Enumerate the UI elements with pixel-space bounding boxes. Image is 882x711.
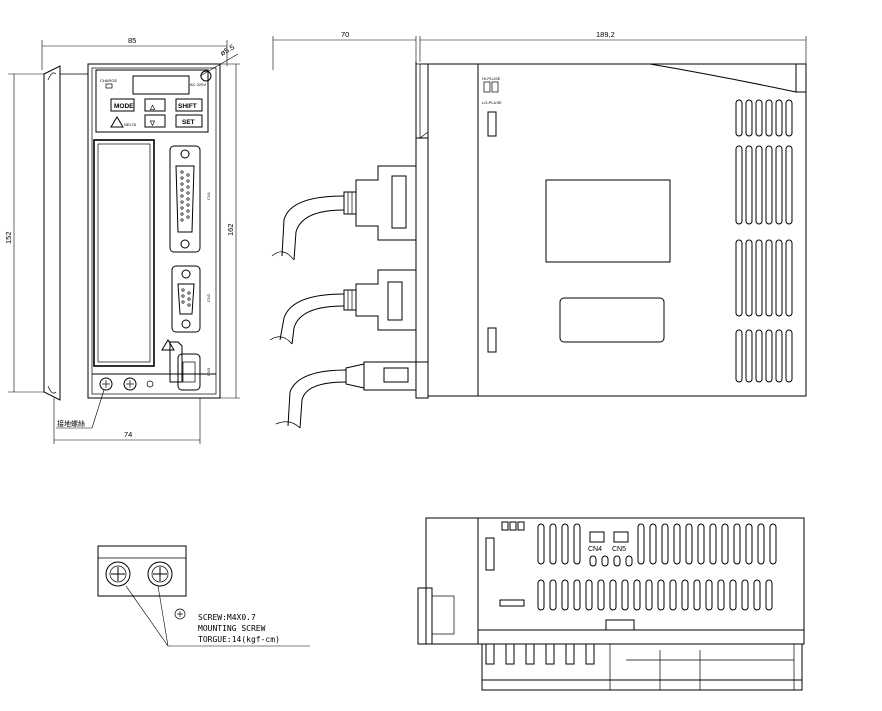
front-edge <box>415 62 428 398</box>
cn5-label: CN5 <box>612 546 626 553</box>
dim-85: 85 <box>128 36 136 45</box>
dim-74: 74 <box>124 430 132 439</box>
side-body <box>427 63 807 397</box>
side-label-1: HI-PLUSE <box>482 76 501 81</box>
cn1-connector <box>169 145 201 253</box>
top-fin-cap <box>795 63 807 93</box>
callout-leader <box>91 389 105 429</box>
hazard-icon <box>161 339 175 351</box>
cn1-screw-bottom <box>180 239 190 249</box>
ground-screw-1 <box>99 377 113 391</box>
mode-button[interactable] <box>110 98 135 112</box>
side-switch-1 <box>483 81 491 93</box>
screw-note-line1: SCREW:M4X0.7 <box>198 613 256 622</box>
cn4-port <box>589 531 605 543</box>
mount-bracket <box>43 65 61 401</box>
bottom-vent-middle <box>537 579 773 611</box>
dim-189: 189,2 <box>596 30 615 39</box>
front-body-inner <box>91 67 217 395</box>
cn2-screw-bottom <box>181 319 191 329</box>
bottom-mount-ear <box>431 595 455 635</box>
heatsink-fins <box>481 643 803 691</box>
dim-162: 162 <box>226 223 235 236</box>
ground-symbol-icon <box>146 380 154 388</box>
top-fin-curve <box>649 63 797 93</box>
side-slot-top <box>487 111 497 137</box>
cable-plug-cn2 <box>269 269 417 345</box>
shift-label: SHIFT <box>178 103 197 110</box>
dim-152: 152 <box>4 231 13 244</box>
logo-text: NELTA <box>124 122 137 127</box>
dim-70: 70 <box>341 30 349 39</box>
screw-leader-1 <box>125 585 169 647</box>
side-switch-2 <box>491 81 499 93</box>
cn3-connector <box>177 353 201 391</box>
cn2-screw-top <box>181 269 191 279</box>
display-window <box>132 75 190 95</box>
cable-plug-cn1 <box>271 165 417 261</box>
bottom-slot <box>485 537 495 571</box>
cn2-shell <box>177 283 195 315</box>
cn1-pins <box>180 170 190 222</box>
terminal-cover <box>93 139 155 367</box>
screw-head-1 <box>105 561 131 587</box>
up-label: △ <box>149 104 156 111</box>
terminal-cover-inner <box>97 143 151 363</box>
mount-hole <box>200 70 212 82</box>
cn4-label: CN4 <box>588 546 602 553</box>
set-button[interactable] <box>175 114 203 128</box>
screw-note-line2: MOUNTING SCREW <box>198 624 266 633</box>
side-slot-bottom <box>487 327 497 353</box>
up-button[interactable] <box>144 98 166 112</box>
cn2-pins <box>181 288 191 307</box>
bottom-front-lip <box>417 587 433 645</box>
side-view: 70 189,2 HI-PLUSE LO-PLUSE <box>269 30 807 429</box>
screw-leader-2 <box>157 585 169 647</box>
bottom-small-slot <box>499 599 525 607</box>
down-label: ▽ <box>149 120 156 127</box>
bottom-vent-top <box>537 523 777 565</box>
ground-screw-2 <box>123 377 137 391</box>
side-label-2: LO-PLUSE <box>482 100 502 105</box>
cn2-label: CN2 <box>206 293 211 302</box>
screw-detail: SCREW:M4X0.7 MOUNTING SCREW TORGUE:14(kg… <box>97 545 310 647</box>
cable-plug-cn3 <box>275 361 417 429</box>
cn1-label: CN1 <box>206 191 211 200</box>
keypad-panel <box>95 69 209 133</box>
bracket-slot-top <box>47 72 57 81</box>
cn3-label: CN3 <box>206 367 211 376</box>
screw-note-line3: TORGUE:14(kgf-cm) <box>198 635 280 644</box>
shift-button[interactable] <box>175 98 203 112</box>
cn1-shell <box>175 165 195 233</box>
cn2-connector <box>171 265 201 333</box>
charge-label: CHARGE <box>100 78 117 83</box>
cn1-screw-top <box>180 149 190 159</box>
rating-label: AC 220V <box>190 82 206 87</box>
front-lip-top <box>419 63 429 139</box>
bracket-slot-bottom <box>47 385 57 394</box>
ground-symbol-icon-2 <box>174 608 186 620</box>
cn5-port <box>613 531 629 543</box>
screw-block <box>97 545 187 597</box>
vent-slots <box>735 99 793 383</box>
bottom-center-tab <box>605 619 635 631</box>
mode-label: MODE <box>114 103 134 110</box>
warning-hv-icon <box>169 341 183 383</box>
front-lip-bottom <box>415 361 429 399</box>
front-view: 85 152 162 ø5.5 CHARGE AC 220V MODE <box>4 36 240 444</box>
ground-screw-label: 接地螺絲 <box>57 419 85 428</box>
bottom-view: CN4 CN5 <box>417 517 805 691</box>
cn3-port <box>182 361 196 383</box>
nameplate-label <box>545 179 671 263</box>
secondary-label <box>559 297 665 343</box>
bottom-vent-short <box>589 555 633 567</box>
charge-led <box>105 83 113 89</box>
warning-icon <box>110 116 124 128</box>
set-label: SET <box>182 119 195 126</box>
down-button[interactable] <box>144 114 166 128</box>
front-body <box>87 63 221 399</box>
dim-hole-leader <box>199 53 239 77</box>
screw-head-2 <box>147 561 173 587</box>
